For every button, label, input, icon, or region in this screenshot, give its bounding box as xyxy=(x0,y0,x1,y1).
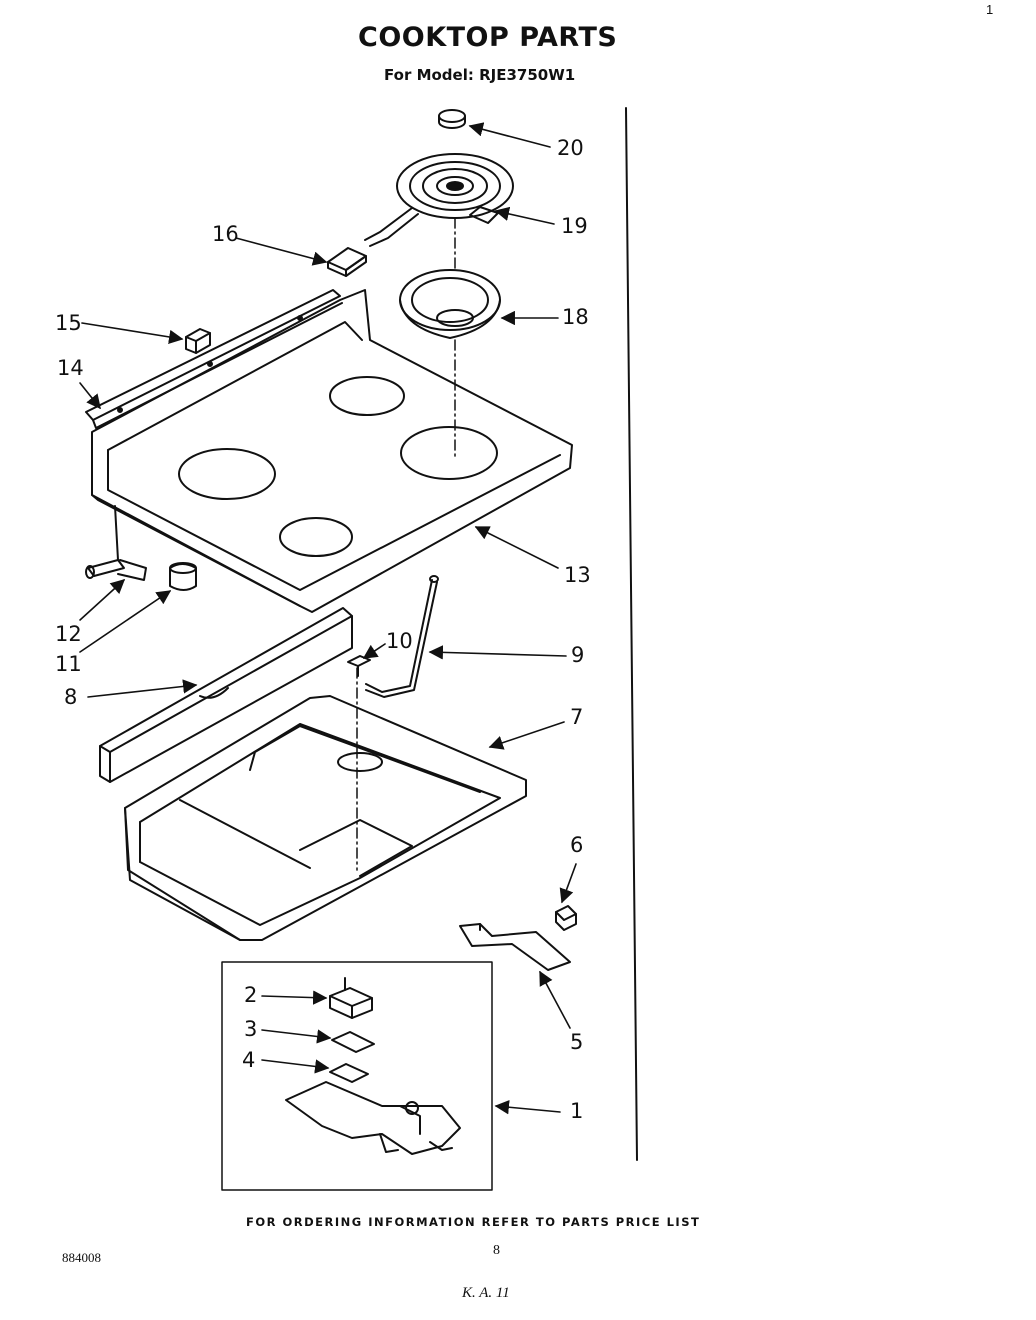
callout-13: 13 xyxy=(564,563,591,587)
callout-16: 16 xyxy=(212,222,239,246)
callout-20: 20 xyxy=(557,136,584,160)
page-number: 8 xyxy=(493,1243,500,1258)
callout-2: 2 xyxy=(244,983,258,1007)
handwritten-note: K. A. 11 xyxy=(462,1285,510,1301)
callout-5: 5 xyxy=(570,1030,584,1054)
alignment-lines xyxy=(356,217,456,871)
part-20-element-cap xyxy=(438,109,466,129)
callout-1: 1 xyxy=(570,1099,584,1123)
callout-4: 4 xyxy=(242,1048,256,1072)
document-id: 884008 xyxy=(62,1250,101,1265)
part-8-rear-panel xyxy=(99,607,353,783)
part-5-bracket xyxy=(459,923,571,971)
callout-18: 18 xyxy=(562,305,589,329)
callout-7: 7 xyxy=(570,705,584,729)
page-mark: 1 xyxy=(986,2,994,17)
part-3-plate xyxy=(331,1031,375,1053)
model-subtitle: For Model: RJE3750W1 xyxy=(384,66,576,84)
divider-line xyxy=(625,107,638,1161)
part-9-rod xyxy=(365,575,439,698)
part-11-bushing xyxy=(169,562,197,591)
part-18-drip-bowl xyxy=(399,269,501,339)
callout-9: 9 xyxy=(571,643,585,667)
part-13-cooktop xyxy=(91,289,573,613)
part-12-conduit-fitting xyxy=(85,505,147,581)
callout-3: 3 xyxy=(244,1017,258,1041)
callout-15: 15 xyxy=(55,311,82,335)
part-6-clip xyxy=(555,905,577,931)
part-10-bracket xyxy=(347,655,371,677)
callout-12: 12 xyxy=(55,622,82,646)
part-4-plate xyxy=(329,1063,369,1083)
part-7-burner-box xyxy=(124,695,527,941)
leader-arrows xyxy=(79,122,577,1115)
callout-11: 11 xyxy=(55,652,82,676)
callout-10: 10 xyxy=(386,629,413,653)
page-title: COOKTOP PARTS xyxy=(358,22,618,53)
callout-8: 8 xyxy=(64,685,78,709)
part-14-trim-strip xyxy=(85,289,343,429)
ordering-note: FOR ORDERING INFORMATION REFER TO PARTS … xyxy=(246,1215,701,1229)
part-19-surface-element xyxy=(364,153,514,247)
callout-6: 6 xyxy=(570,833,584,857)
callout-14: 14 xyxy=(57,356,84,380)
callout-19: 19 xyxy=(561,214,588,238)
part-16-terminal-block xyxy=(327,247,367,277)
part-1-switch-assembly-box xyxy=(221,961,493,1191)
part-2-switch xyxy=(329,977,373,1019)
part-15-clip xyxy=(185,328,211,354)
